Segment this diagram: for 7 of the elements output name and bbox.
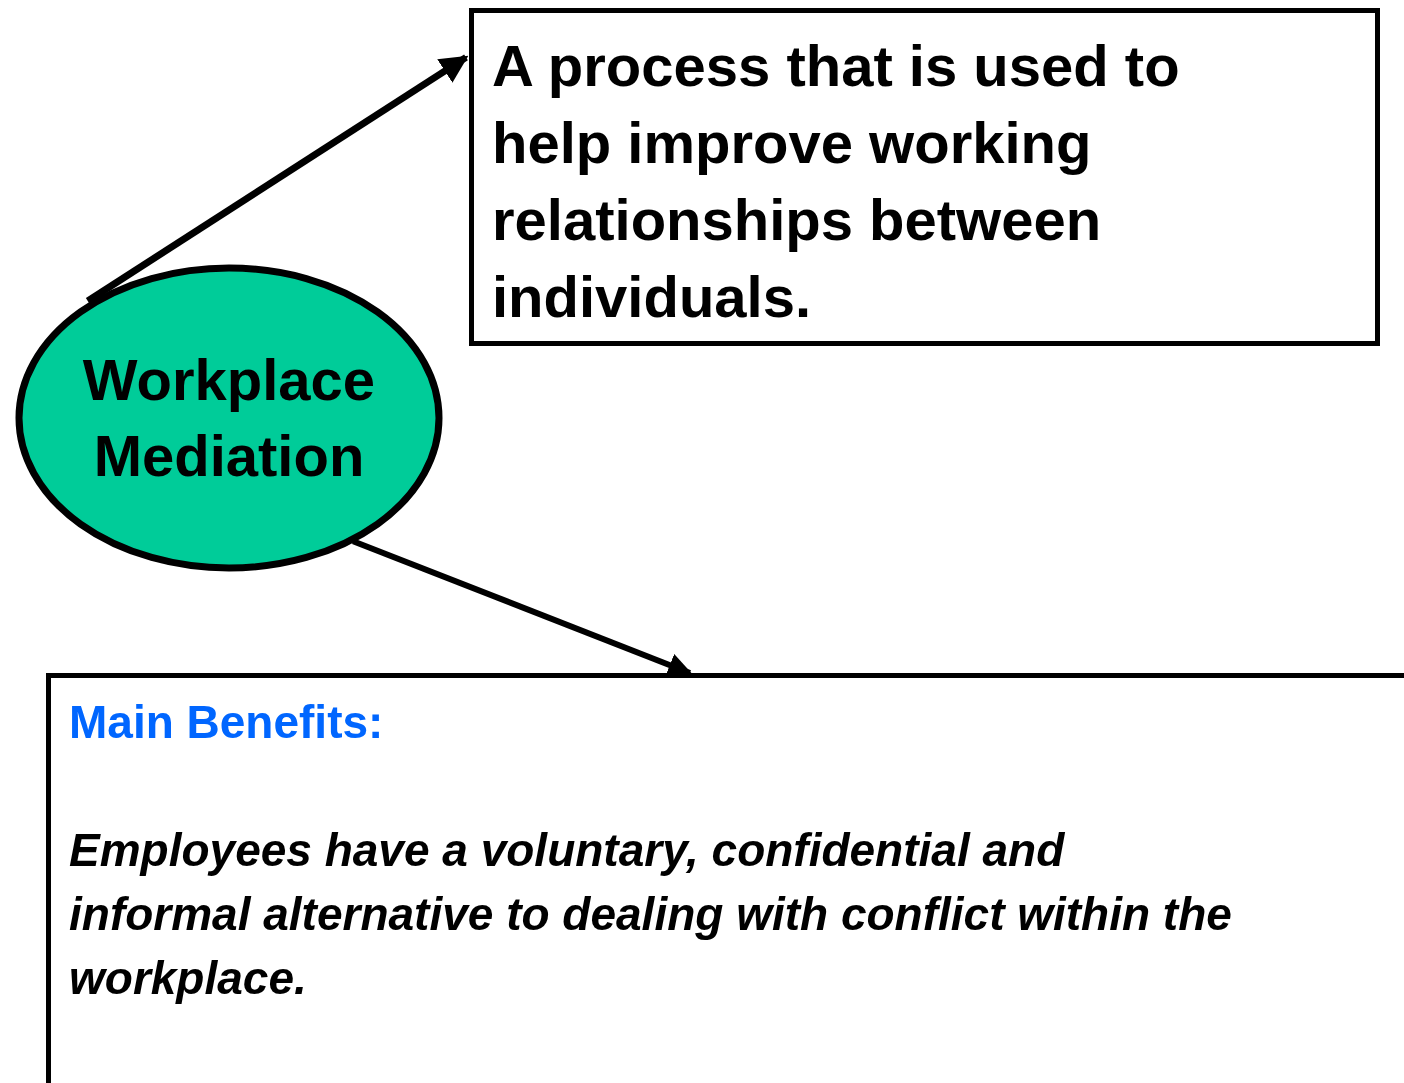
arrow — [85, 54, 469, 304]
node-label: Workplace Mediation — [81, 346, 377, 490]
text-box — [469, 8, 1380, 346]
text-box — [46, 673, 1404, 1083]
description-text: A process that is used to help improve working relationships between individuals. — [492, 32, 1181, 331]
body-text: Employees have a voluntary, confidential and informal alternative to dealing with conflict within the workplace. — [69, 823, 1233, 1006]
heading-text: Main Benefits: — [69, 695, 384, 750]
